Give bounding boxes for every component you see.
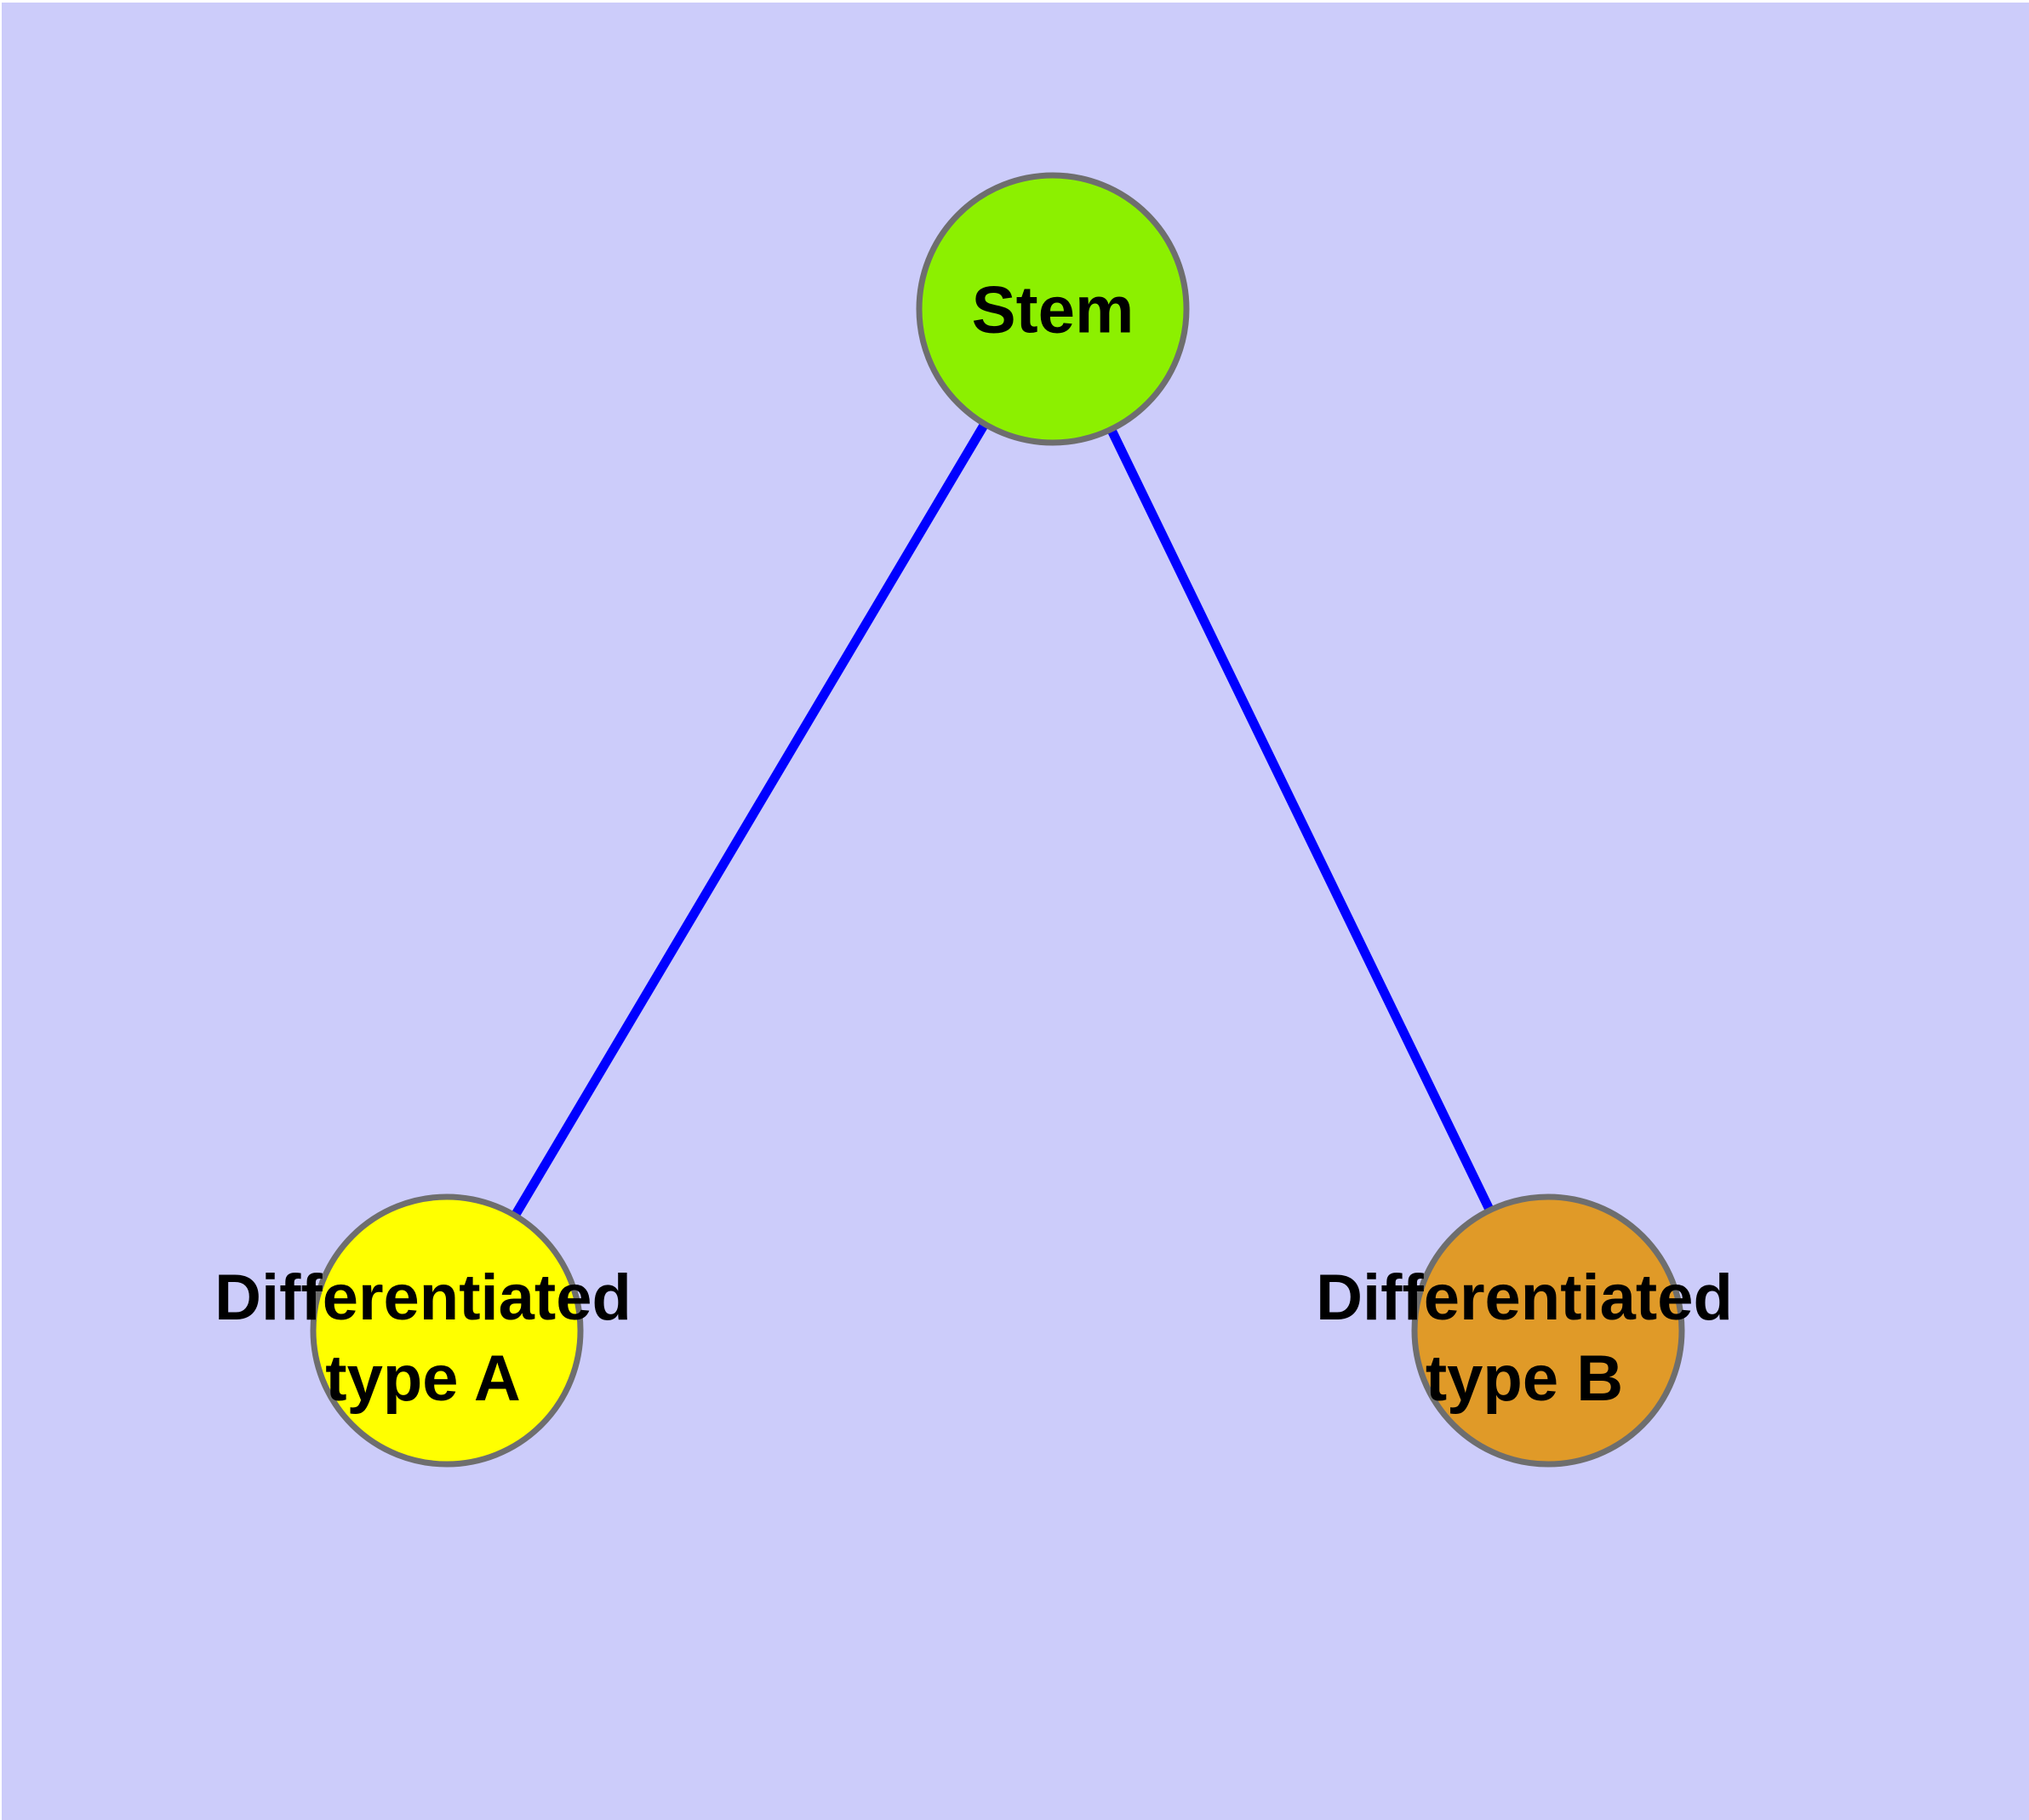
nodes-layer	[310, 172, 1685, 1468]
node-differentiated-type-b-circle[interactable]	[1411, 1193, 1685, 1468]
edge-stem-to-differentiated-type-a[interactable]	[511, 421, 989, 1218]
edges-layer	[511, 421, 1495, 1218]
edge-stem-to-differentiated-type-b[interactable]	[1106, 426, 1495, 1213]
node-differentiated-type-b-label-line2: type B	[1426, 1342, 1623, 1415]
node-differentiated-type-a-label-line2: type A	[325, 1342, 520, 1415]
node-differentiated-type-a-label-line1: Differentiated	[214, 1262, 632, 1334]
labels-layer: Stem Differentiated type A Differentiate…	[214, 272, 1733, 1415]
node-stem-label: Stem	[972, 272, 1135, 347]
node-differentiated-type-b-label-line1: Differentiated	[1316, 1262, 1733, 1334]
node-differentiated-type-a-circle[interactable]	[310, 1193, 584, 1468]
node-stem-circle[interactable]	[916, 172, 1190, 446]
